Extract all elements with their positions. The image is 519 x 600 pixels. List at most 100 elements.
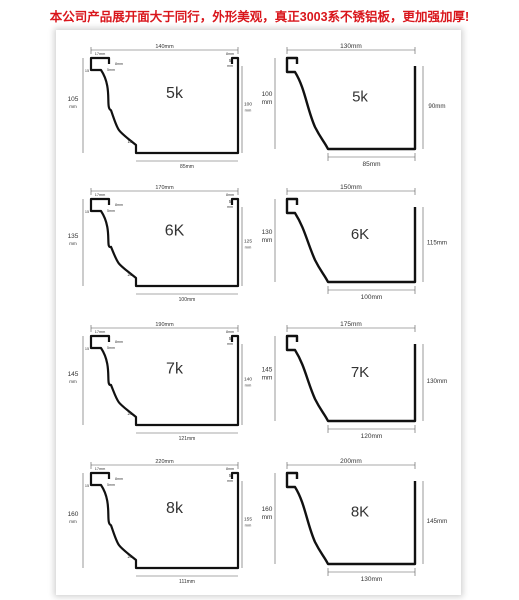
- top-width-label: 220mm: [155, 459, 174, 465]
- lip-size-label: 5mm: [107, 483, 115, 487]
- right-diagram-1: 130mm 100mm 90mm 85mm 5k: [262, 43, 446, 168]
- lip-number-label: 15: [85, 210, 89, 214]
- lip-size-label: 5mm: [107, 209, 115, 213]
- gutter-profile: [89, 471, 240, 570]
- fold-unit-label: mm: [227, 342, 233, 346]
- height-unit-label: mm: [262, 237, 273, 244]
- fold-label: 5: [229, 473, 232, 478]
- right-height-label: 100: [244, 102, 252, 108]
- lip-width-label: 17mm: [95, 330, 106, 334]
- bottom-width-label: 100mm: [179, 297, 196, 303]
- gutter-profile: [285, 334, 417, 423]
- model-label: 6K: [165, 223, 185, 240]
- lip-size-label: 5mm: [107, 68, 115, 72]
- model-label: 8K: [351, 504, 369, 521]
- model-label: 7k: [166, 360, 184, 377]
- bottom-width-label: 111mm: [179, 579, 195, 585]
- right-height-label: 145mm: [427, 518, 448, 525]
- height-label: 145: [68, 371, 79, 378]
- bottom-width-label: 85mm: [180, 164, 194, 170]
- bottom-width-label: 121mm: [179, 436, 196, 442]
- right-height-unit-label: mm: [245, 383, 252, 388]
- right-height-label: 155: [244, 517, 252, 523]
- headline: 本公司产品展开面大于同行，外形美观，真正3003系不锈铝板，更加强加厚!: [49, 10, 470, 24]
- right-height-label: 125: [244, 239, 252, 245]
- height-label: 105: [68, 96, 79, 103]
- right-height-unit-label: mm: [245, 108, 252, 113]
- gutter-profile: [89, 56, 240, 155]
- fold-label: 5: [229, 336, 232, 341]
- radius-label: 20: [127, 554, 133, 559]
- fold-unit-label: mm: [227, 64, 233, 68]
- lip-number-label: 15: [85, 69, 89, 73]
- rib-label: 8mm: [226, 330, 234, 334]
- right-height-label: 90mm: [428, 103, 445, 110]
- gutter-profile: [89, 197, 240, 288]
- bottom-width-label: 120mm: [361, 433, 383, 440]
- gutter-profile: [89, 334, 240, 427]
- height-unit-label: mm: [69, 104, 77, 109]
- lip-height-label: 8mm: [115, 477, 123, 481]
- top-width-label: 150mm: [340, 184, 362, 191]
- height-unit-label: mm: [262, 514, 273, 521]
- top-width-label: 130mm: [340, 43, 362, 50]
- lip-height-label: 8mm: [115, 62, 123, 66]
- fold-unit-label: mm: [227, 205, 233, 209]
- lip-width-label: 17mm: [95, 467, 106, 471]
- height-label: 130: [262, 229, 273, 236]
- lip-number-label: 15: [85, 484, 89, 488]
- top-width-label: 140mm: [155, 44, 174, 50]
- right-height-label: 140: [244, 377, 252, 383]
- model-label: 5k: [352, 89, 368, 106]
- lip-width-label: 17mm: [95, 52, 106, 56]
- right-height-label: 115mm: [427, 240, 447, 247]
- height-label: 135: [68, 233, 79, 240]
- lip-number-label: 15: [85, 347, 89, 351]
- diagram-sheet: [56, 30, 461, 595]
- rib-label: 8mm: [226, 467, 234, 471]
- right-diagram-3: 175mm 145mm 130mm 120mm 7K: [262, 321, 448, 440]
- radius-label: 15: [127, 139, 133, 144]
- fold-unit-label: mm: [227, 479, 233, 483]
- height-label: 160: [262, 506, 273, 513]
- gutter-profile: [285, 197, 417, 284]
- rib-label: 8mm: [226, 193, 234, 197]
- lip-size-label: 5mm: [107, 346, 115, 350]
- right-height-label: 130mm: [427, 378, 448, 385]
- radius-label: 20: [127, 272, 133, 277]
- fold-label: 5: [229, 199, 232, 204]
- model-label: 7K: [351, 364, 369, 381]
- top-width-label: 170mm: [155, 185, 174, 191]
- height-label: 100: [262, 91, 273, 98]
- bottom-width-label: 100mm: [361, 294, 383, 301]
- model-label: 5k: [166, 85, 184, 102]
- height-unit-label: mm: [69, 241, 77, 246]
- model-label: 6K: [351, 226, 369, 243]
- rib-label: 8mm: [226, 52, 234, 56]
- height-unit-label: mm: [262, 375, 273, 382]
- right-height-unit-label: mm: [245, 523, 252, 528]
- right-diagram-2: 150mm 130mm 115mm 100mm 6K: [262, 184, 448, 301]
- lip-height-label: 8mm: [115, 203, 123, 207]
- bottom-width-label: 85mm: [362, 161, 380, 168]
- top-width-label: 200mm: [340, 458, 362, 465]
- model-label: 8k: [166, 500, 184, 517]
- height-label: 160: [68, 511, 79, 518]
- lip-width-label: 17mm: [95, 193, 106, 197]
- bottom-width-label: 130mm: [361, 576, 383, 583]
- height-unit-label: mm: [69, 519, 77, 524]
- radius-label: 20: [127, 411, 133, 416]
- top-width-label: 190mm: [155, 322, 174, 328]
- height-unit-label: mm: [69, 379, 77, 384]
- top-width-label: 175mm: [340, 321, 362, 328]
- fold-label: 5: [229, 58, 232, 63]
- gutter-profile: [285, 471, 417, 566]
- height-label: 145: [262, 367, 273, 374]
- height-unit-label: mm: [262, 99, 273, 106]
